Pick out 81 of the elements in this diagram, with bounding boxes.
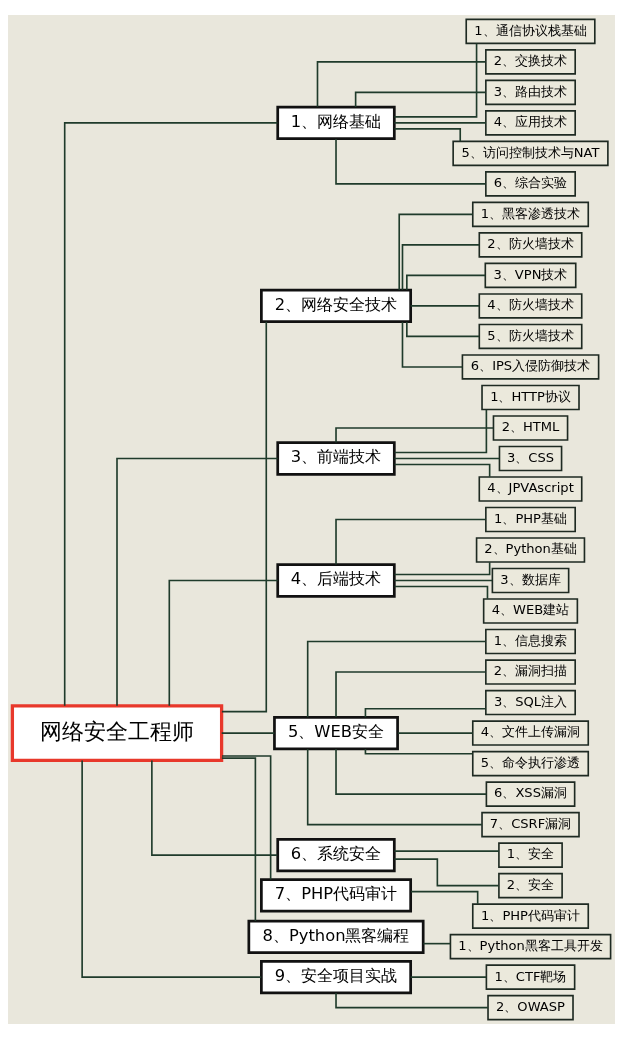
node-box: 3、前端技术: [276, 441, 396, 476]
connector: [63, 122, 279, 707]
node-box: 5、WEB安全: [273, 715, 399, 751]
connector: [401, 244, 480, 291]
node-box: 4、文件上传漏洞: [471, 720, 590, 746]
node-box: 1、CTF靶场: [485, 964, 576, 990]
connector: [335, 748, 488, 795]
connector: [81, 759, 263, 978]
connector: [393, 457, 501, 460]
connector: [393, 561, 491, 576]
node-box: 1、HTTP协议: [481, 384, 580, 411]
node-box: 8、Python黑客编程: [247, 919, 425, 954]
node-box: 5、防火墙技术: [478, 323, 583, 350]
node-box: 网络安全工程师: [10, 704, 224, 762]
connector: [393, 579, 493, 582]
connector: [221, 757, 257, 922]
node-box: 6、综合实验: [485, 171, 576, 197]
connector: [335, 671, 487, 718]
connector: [306, 640, 487, 718]
connector: [221, 755, 272, 881]
connector: [397, 732, 474, 734]
connector: [409, 305, 481, 307]
connector: [151, 759, 279, 856]
node-box: 1、通信协议栈基础: [465, 18, 596, 45]
node-box: 4、防火墙技术: [478, 293, 583, 319]
node-box: 2、OWASP: [487, 994, 574, 1021]
connector: [393, 850, 500, 852]
connector: [406, 321, 480, 338]
connector: [409, 976, 487, 978]
connector: [393, 585, 489, 600]
connector: [393, 858, 500, 887]
connector: [393, 463, 491, 478]
connector: [220, 732, 276, 734]
node-box: 2、交换技术: [485, 49, 576, 75]
connector: [393, 42, 478, 118]
connector: [335, 518, 487, 566]
node-box: 1、信息搜索: [485, 628, 576, 655]
node-box: 1、黑客渗透技术: [471, 201, 590, 228]
connector: [393, 408, 488, 454]
node-box: 4、WEB建站: [482, 598, 579, 624]
node-box: 1、网络基础: [276, 105, 396, 141]
node-box: 2、HTML: [492, 415, 569, 441]
node-box: 2、安全: [498, 872, 563, 899]
node-box: 1、PHP基础: [485, 506, 576, 533]
node-box: 2、Python基础: [475, 537, 586, 563]
node-box: 7、CSRF漏洞: [481, 811, 580, 838]
node-box: 6、IPS入侵防御技术: [461, 354, 600, 380]
node-box: 5、访问控制技术与NAT: [452, 140, 609, 167]
node-box: 2、防火墙技术: [478, 232, 583, 258]
node-box: 6、系统安全: [276, 837, 396, 873]
node-box: 6、XSS漏洞: [485, 781, 576, 807]
node-box: 3、VPN技术: [484, 262, 577, 289]
node-box: 1、PHP代码审计: [471, 903, 590, 929]
connector: [422, 942, 452, 945]
node-box: 7、PHP代码审计: [260, 878, 413, 913]
connector: [221, 321, 268, 713]
node-box: 3、CSS: [498, 445, 563, 472]
node-box: 4、应用技术: [485, 110, 576, 136]
node-box: 1、安全: [498, 842, 563, 868]
node-box: 4、后端技术: [276, 563, 396, 598]
node-box: 1、Python黑客工具开发: [449, 933, 612, 960]
node-box: 2、网络安全技术: [260, 288, 413, 324]
connector: [306, 748, 483, 826]
connector: [393, 128, 462, 142]
node-box: 3、SQL注入: [485, 689, 576, 716]
node-box: 3、数据库: [491, 567, 570, 594]
connector: [393, 122, 487, 124]
connector: [406, 274, 486, 291]
connector: [364, 707, 487, 719]
node-box: 9、安全项目实战: [260, 960, 413, 995]
connector: [401, 321, 464, 368]
connector: [316, 61, 487, 108]
connector: [335, 138, 487, 185]
node-box: 3、路由技术: [485, 79, 576, 106]
connector: [116, 457, 279, 707]
node-box: 4、JPVAscript: [478, 476, 583, 502]
connector: [168, 579, 279, 707]
node-box: 2、漏洞扫描: [485, 659, 576, 685]
node-box: 5、命令执行渗透: [471, 750, 590, 777]
connector: [398, 213, 474, 291]
connector: [410, 890, 479, 905]
